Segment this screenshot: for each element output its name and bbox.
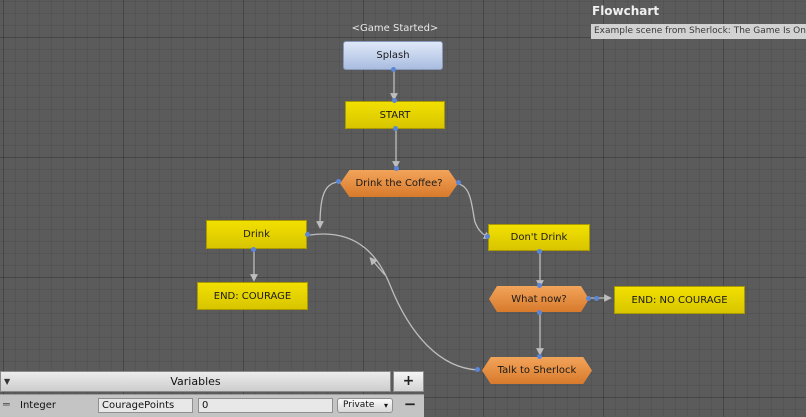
- anchor-dot: [485, 234, 490, 239]
- anchor-dot: [392, 98, 397, 103]
- block-splash[interactable]: Splash: [343, 41, 443, 70]
- variable-scope-select[interactable]: Private ▾: [337, 398, 393, 413]
- edge-decision-dontdrink: [457, 183, 492, 239]
- anchor-dot: [537, 249, 542, 254]
- add-variable-button[interactable]: +: [393, 371, 424, 392]
- anchor-dot: [475, 367, 480, 372]
- edge-drink-talk: [309, 233, 479, 371]
- anchor-dot: [251, 247, 256, 252]
- block-start[interactable]: START: [345, 101, 445, 129]
- edge-drink-talk-arrow: [369, 257, 386, 276]
- anchor-dot: [393, 126, 398, 131]
- variables-panel: ▼ Variables + ═ Integer CouragePoints 0 …: [0, 371, 424, 417]
- edge-decision-drink: [316, 181, 341, 229]
- anchor-dot: [394, 166, 399, 171]
- variable-key-field[interactable]: CouragePoints: [98, 398, 193, 413]
- anchor-dot: [594, 296, 599, 301]
- block-what-now[interactable]: What now?: [489, 286, 589, 312]
- block-talk-to-sherlock[interactable]: Talk to Sherlock: [482, 357, 592, 384]
- anchor-dot: [456, 180, 461, 185]
- remove-variable-button[interactable]: −: [403, 395, 417, 413]
- block-drink-the-coffee[interactable]: Drink the Coffee?: [340, 170, 458, 197]
- anchor-dot: [537, 354, 542, 359]
- anchor-dot: [537, 283, 542, 288]
- event-handler-label: <Game Started>: [351, 23, 439, 34]
- block-drink[interactable]: Drink: [206, 220, 307, 249]
- anchor-dot: [537, 310, 542, 315]
- select-arrows-icon: ▾: [383, 401, 388, 410]
- variable-type: Integer: [20, 400, 56, 411]
- variables-title: Variables: [170, 375, 221, 388]
- block-dont-drink[interactable]: Don't Drink: [488, 224, 590, 251]
- block-end-no-courage[interactable]: END: NO COURAGE: [614, 286, 745, 314]
- variable-row: ═ Integer CouragePoints 0 Private ▾ −: [0, 394, 424, 417]
- anchor-dot: [391, 67, 396, 72]
- variables-header[interactable]: ▼ Variables: [0, 371, 391, 392]
- flowchart-description: Example scene from Sherlock: The Game Is…: [591, 24, 806, 39]
- variable-value-field[interactable]: 0: [198, 398, 333, 413]
- block-end-courage[interactable]: END: COURAGE: [197, 282, 308, 310]
- anchor-dot: [305, 232, 310, 237]
- scope-value: Private: [343, 400, 375, 410]
- drag-handle-icon[interactable]: ═: [3, 398, 10, 411]
- anchor-dot: [586, 296, 591, 301]
- collapse-triangle-icon[interactable]: ▼: [4, 377, 11, 386]
- flowchart-title: Flowchart: [592, 4, 660, 18]
- anchor-dot: [336, 179, 341, 184]
